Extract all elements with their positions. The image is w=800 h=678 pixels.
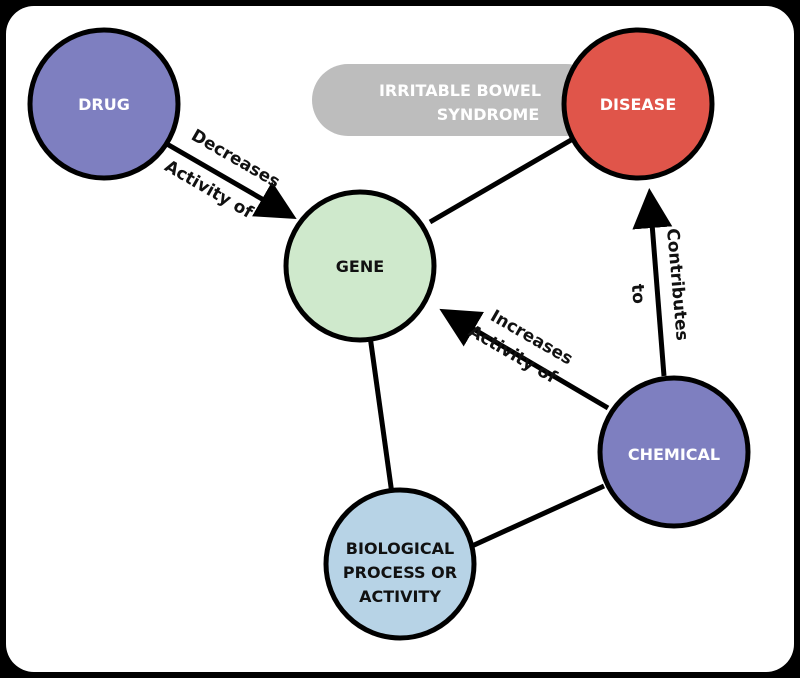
node-disease-label: DISEASE	[600, 95, 677, 114]
node-chemical-label: CHEMICAL	[628, 445, 720, 464]
node-process-label-line-3: ACTIVITY	[359, 587, 441, 606]
edge-chemical-process	[470, 483, 606, 549]
edge-label-chemical-disease-line-1: Contributes	[662, 228, 692, 342]
node-process-label-line-2: PROCESS OR	[343, 563, 457, 582]
node-process: BIOLOGICAL PROCESS OR ACTIVITY	[323, 487, 477, 641]
node-process-label-line-1: BIOLOGICAL	[346, 539, 454, 558]
node-drug-label: DRUG	[78, 95, 130, 114]
disease-example-pill-shape	[312, 64, 602, 136]
disease-example-line-2: SYNDROME	[437, 105, 540, 124]
node-chemical-circle	[597, 375, 751, 529]
edge-drug-gene	[158, 137, 297, 220]
node-drug: DRUG	[27, 27, 181, 181]
edge-chemical-disease	[632, 188, 673, 377]
node-gene-circle	[283, 189, 437, 343]
node-gene-label: GENE	[336, 257, 384, 276]
node-disease: DISEASE	[561, 27, 715, 181]
node-chemical: CHEMICAL	[597, 375, 751, 529]
edge-chemical-gene	[439, 308, 610, 411]
node-drug-circle	[27, 27, 181, 181]
edge-label-chemical-disease-line-2: to	[627, 283, 649, 304]
edge-gene-disease	[428, 133, 580, 225]
disease-example-pill: IRRITABLE BOWEL SYNDROME	[312, 64, 602, 136]
edge-gene-process	[367, 335, 395, 495]
disease-example-line-1: IRRITABLE BOWEL	[379, 81, 541, 100]
node-disease-circle	[561, 27, 715, 181]
node-gene: GENE	[283, 189, 437, 343]
node-process-circle	[323, 487, 477, 641]
